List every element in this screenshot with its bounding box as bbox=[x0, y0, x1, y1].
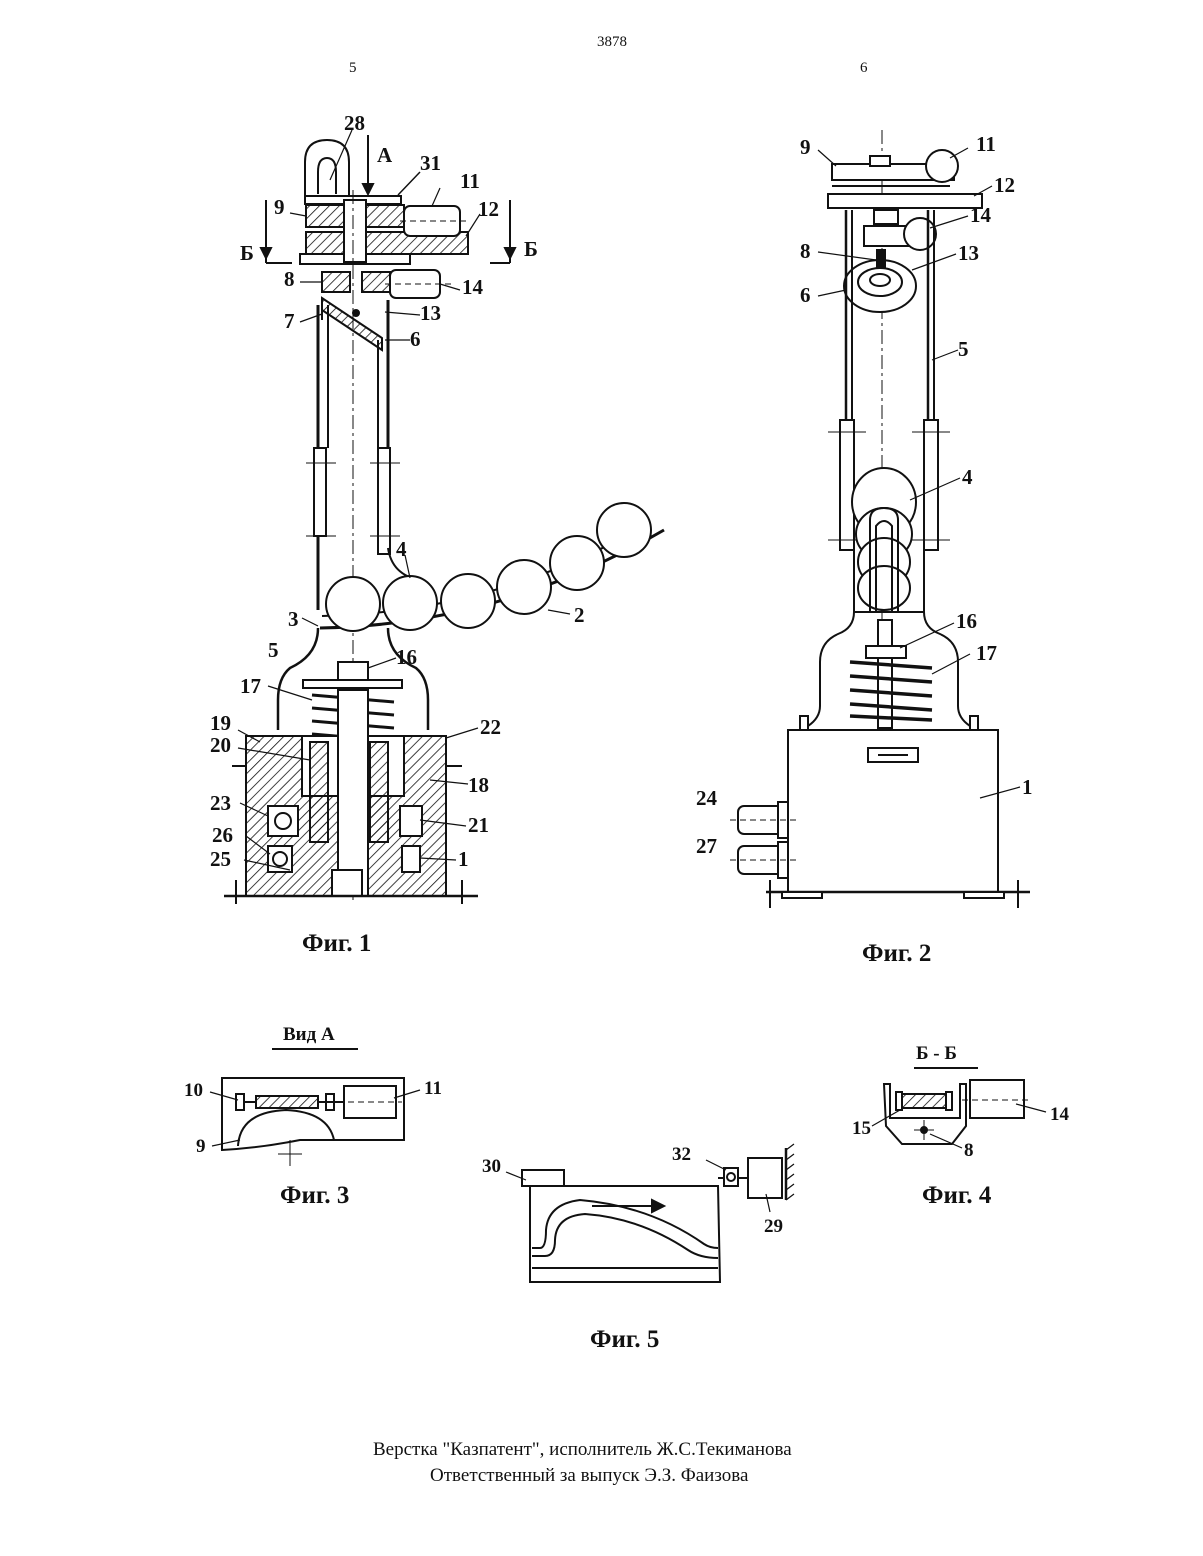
fig1-label: 4 bbox=[396, 537, 407, 561]
fig1-label: 19 bbox=[210, 711, 231, 735]
fig2-label: 8 bbox=[800, 239, 811, 263]
figure-2-drawing bbox=[730, 130, 1030, 908]
fig2-label: 27 bbox=[696, 834, 717, 858]
fig2-label: 5 bbox=[958, 337, 969, 361]
fig1-label: А bbox=[377, 143, 393, 167]
fig1-label: 22 bbox=[480, 715, 501, 739]
fig1-label: 23 bbox=[210, 791, 231, 815]
fig5-label: 32 bbox=[672, 1144, 691, 1165]
fig2-label: 4 bbox=[962, 465, 973, 489]
fig1-label: 20 bbox=[210, 733, 231, 757]
fig2-label: 12 bbox=[994, 173, 1015, 197]
figure-5-drawing bbox=[522, 1144, 794, 1282]
fig4-label: 15 bbox=[852, 1118, 871, 1139]
fig1-label: 6 bbox=[410, 327, 421, 351]
fig1-label: 5 bbox=[268, 638, 279, 662]
fig2-label: 14 bbox=[970, 203, 992, 227]
fig5-label: 30 bbox=[482, 1156, 501, 1177]
fig1-label: 3 bbox=[288, 607, 299, 631]
fig1-label: 8 bbox=[284, 267, 295, 291]
fig3-label: 11 bbox=[424, 1078, 442, 1099]
fig5-label: 29 bbox=[764, 1216, 783, 1237]
fig1-label: 25 bbox=[210, 847, 231, 871]
fig1-label: 9 bbox=[274, 195, 285, 219]
figure-1-drawing bbox=[224, 135, 664, 904]
fig2-label: 13 bbox=[958, 241, 979, 265]
figure-4-drawing bbox=[884, 1068, 1030, 1144]
fig1-label: 28 bbox=[344, 111, 365, 135]
fig1-label: 14 bbox=[462, 275, 484, 299]
fig2-label: 16 bbox=[956, 609, 977, 633]
fig1-label: Б bbox=[240, 241, 254, 265]
fig1-label: 12 bbox=[478, 197, 499, 221]
fig1-label: 2 bbox=[574, 603, 585, 627]
fig1-label: 1 bbox=[458, 847, 469, 871]
fig1-label: 17 bbox=[240, 674, 261, 698]
fig1-label: 21 bbox=[468, 813, 489, 837]
fig2-label: 9 bbox=[800, 135, 811, 159]
figure-4-title: Б - Б bbox=[916, 1043, 957, 1065]
fig4-label: 8 bbox=[964, 1140, 974, 1161]
fig1-label: 31 bbox=[420, 151, 441, 175]
fig1-label: 18 bbox=[468, 773, 489, 797]
figure-3-caption: Фиг. 3 bbox=[280, 1182, 349, 1210]
fig1-label: Б bbox=[524, 237, 538, 261]
figure-1-caption: Фиг. 1 bbox=[302, 930, 371, 958]
fig1-label: 11 bbox=[460, 169, 480, 193]
figure-5-caption: Фиг. 5 bbox=[590, 1326, 659, 1354]
fig4-label: 14 bbox=[1050, 1104, 1070, 1125]
fig2-label: 17 bbox=[976, 641, 997, 665]
fig3-label: 9 bbox=[196, 1136, 206, 1157]
fig2-label: 11 bbox=[976, 132, 996, 156]
fig2-label: 6 bbox=[800, 283, 811, 307]
footer-responsible: Ответственный за выпуск Э.З. Фаизова bbox=[430, 1465, 748, 1487]
fig1-label: 26 bbox=[212, 823, 233, 847]
fig3-label: 10 bbox=[184, 1080, 203, 1101]
figure-4-caption: Фиг. 4 bbox=[922, 1182, 991, 1210]
fig2-label: 24 bbox=[696, 786, 718, 810]
figure-3-title: Вид А bbox=[283, 1024, 335, 1046]
footer-layout-credit: Верстка "Казпатент", исполнитель Ж.С.Тек… bbox=[373, 1439, 792, 1461]
fig1-label: 16 bbox=[396, 645, 417, 669]
figure-2-caption: Фиг. 2 bbox=[862, 940, 931, 968]
figure-3-drawing bbox=[222, 1049, 404, 1166]
fig2-label: 1 bbox=[1022, 775, 1033, 799]
fig1-label: 13 bbox=[420, 301, 441, 325]
fig1-label: 7 bbox=[284, 309, 295, 333]
